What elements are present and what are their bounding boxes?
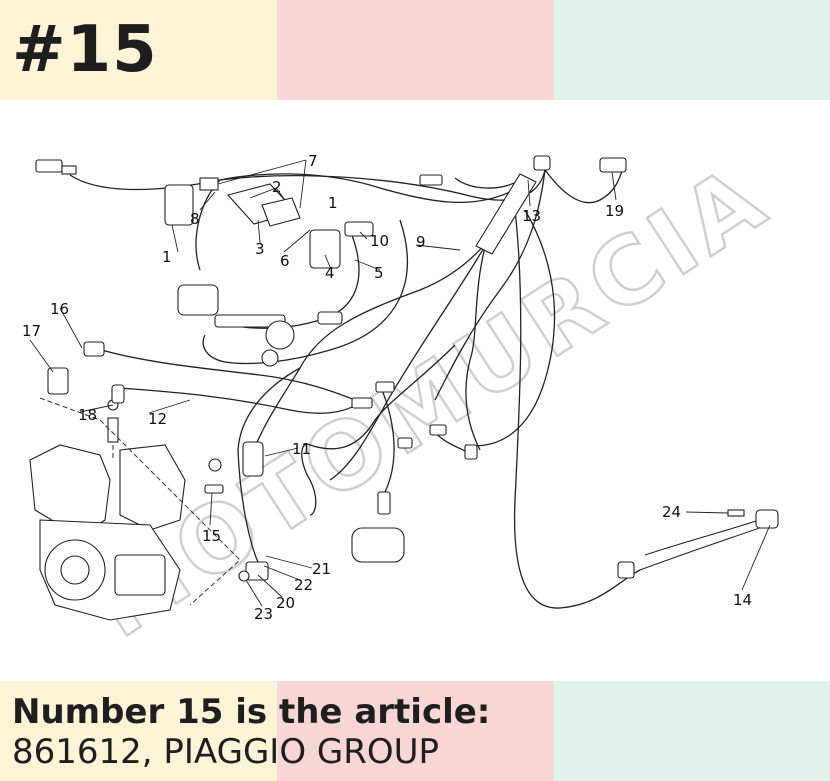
throttle-grommet [261, 349, 279, 367]
bolt-18 [107, 417, 119, 443]
callout-14: 14 [733, 591, 752, 609]
connector-mid-1 [351, 397, 373, 409]
mounting-plate-right [261, 197, 301, 227]
header-band-green [554, 0, 830, 100]
footer-band [0, 681, 830, 781]
connector-mid-4 [429, 424, 447, 436]
callout-16: 16 [50, 300, 69, 318]
callout-1-right: 1 [328, 194, 338, 212]
callouts: 1 2 3 4 5 6 7 8 9 10 11 12 13 14 15 16 1… [22, 152, 752, 623]
callout-13: 13 [522, 207, 541, 225]
throttle-shaft [214, 314, 286, 328]
regulator-right [309, 229, 341, 269]
engine-block [29, 397, 241, 621]
callout-10: 10 [370, 232, 389, 250]
connector-mid-5 [464, 444, 478, 460]
callout-21: 21 [312, 560, 331, 578]
callout-2: 2 [272, 178, 282, 196]
connector-19 [599, 157, 627, 173]
components [35, 155, 779, 582]
lambda-probe-plug [377, 491, 391, 515]
callout-18: 18 [78, 406, 97, 424]
callout-23: 23 [254, 605, 273, 623]
callout-1: 1 [162, 248, 172, 266]
footer-band-pink [277, 681, 554, 781]
spark-plug-cap-11 [242, 441, 264, 477]
sensor-14 [755, 509, 779, 529]
ignition-coil [351, 527, 405, 563]
callout-7: 7 [308, 152, 318, 170]
connector-top-left [35, 159, 63, 173]
callout-20: 20 [276, 594, 295, 612]
connector-top-left-plug [61, 165, 77, 175]
washer-23 [238, 570, 250, 582]
footer-band-yellow [0, 681, 277, 781]
sensor-17 [47, 367, 69, 395]
sensor-16 [83, 341, 105, 357]
sensor-15 [204, 484, 224, 494]
callout-19: 19 [605, 202, 624, 220]
callout-15: 15 [202, 527, 221, 545]
wiring-harness [69, 159, 769, 609]
callout-6: 6 [280, 252, 290, 270]
footer-band-green [554, 681, 830, 781]
lead-ring [208, 458, 222, 472]
callout-9: 9 [416, 233, 426, 251]
sleeve-end [533, 155, 551, 171]
header-band-pink [277, 0, 554, 100]
connector-top-mid [419, 174, 443, 186]
callout-8: 8 [190, 210, 200, 228]
callout-5: 5 [374, 264, 384, 282]
regulator-left [164, 184, 194, 226]
callout-22: 22 [294, 576, 313, 594]
connector-10 [344, 221, 374, 237]
bolt-24 [727, 509, 745, 517]
callout-3: 3 [255, 240, 265, 258]
callout-12: 12 [148, 410, 167, 428]
header-band-yellow [0, 0, 277, 100]
connector-mid-3 [397, 437, 413, 449]
plug-12 [111, 384, 125, 404]
callout-24: 24 [662, 503, 681, 521]
callout-11: 11 [292, 440, 311, 458]
article-caption-detail: 861612, PIAGGIO GROUP [12, 732, 440, 772]
header-band [0, 0, 830, 100]
throttle-body [177, 284, 219, 316]
relay-small [199, 177, 219, 191]
inline-connector-14 [617, 561, 635, 579]
callout-4: 4 [325, 264, 335, 282]
wiring-harness-diagram: MOTOMURCIA [22, 142, 788, 659]
part-number-title: #15 [12, 13, 158, 87]
throttle-sensor [265, 320, 295, 350]
leader-lines [29, 159, 771, 607]
article-caption-heading: Number 15 is the article: [12, 692, 491, 732]
callout-17: 17 [22, 322, 41, 340]
sensor-connector [317, 311, 343, 325]
connector-mid-2 [375, 381, 395, 393]
harness-sleeve-13 [475, 173, 537, 255]
